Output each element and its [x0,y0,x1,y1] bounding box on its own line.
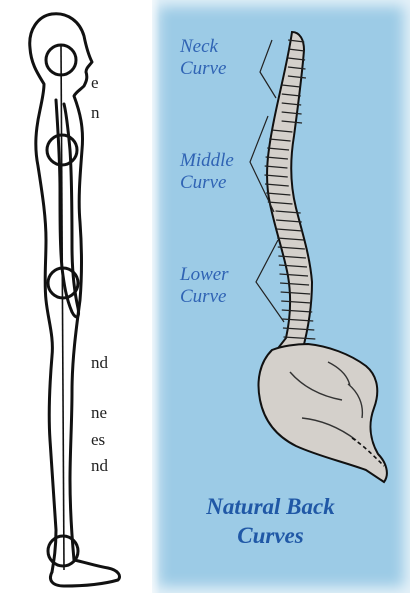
label-neck-line2: Curve [180,58,226,80]
bracket-neck [260,40,276,98]
label-neck-line1: Neck [180,36,226,58]
spinal-column [267,32,312,396]
label-middle-line1: Middle [180,150,234,172]
label-lower-line2: Curve [180,286,229,308]
label-middle-line2: Curve [180,172,234,194]
label-middle-curve: Middle Curve [180,150,234,194]
label-neck-curve: Neck Curve [180,36,226,80]
caption-line1: Natural Back [168,492,373,521]
figure-front-outline [52,14,92,560]
bracket-lower [256,240,284,322]
label-lower-line1: Lower [180,264,229,286]
figure-feet-outline [51,560,120,586]
alignment-line [61,45,64,570]
panel-caption: Natural Back Curves [168,492,373,550]
posture-figure [0,0,150,593]
label-lower-curve: Lower Curve [180,264,229,308]
figure-arm-outline [56,100,79,317]
pelvis [259,344,387,482]
caption-line2: Curves [168,521,373,550]
